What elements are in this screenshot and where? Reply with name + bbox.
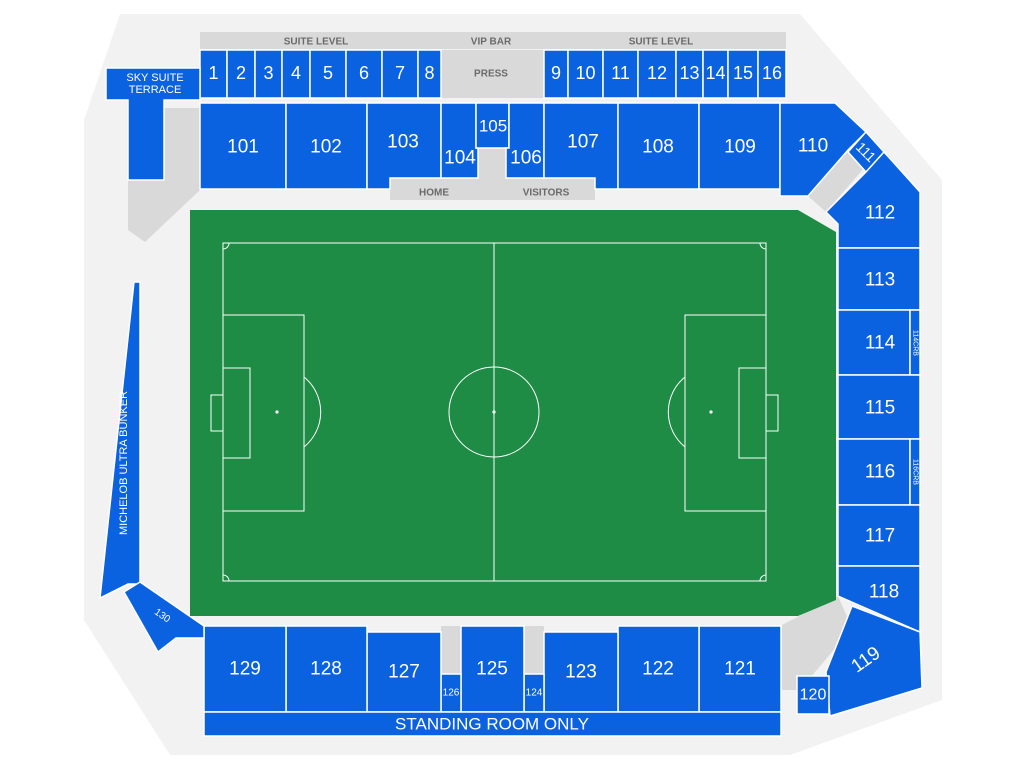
tunnel-center: [478, 148, 506, 188]
section-127[interactable]: 127: [366, 631, 442, 713]
suite-level-strip: [200, 32, 786, 49]
suite-10[interactable]: 10: [567, 49, 604, 99]
center-spot: [492, 410, 496, 414]
pitch-surface: [190, 210, 836, 616]
suite-1[interactable]: 1: [199, 49, 228, 99]
section-125[interactable]: 125: [460, 625, 525, 713]
home-label: HOME: [419, 188, 449, 199]
suite-5-box: [309, 49, 347, 99]
suite-16-box: [757, 49, 787, 99]
suite-16[interactable]: 16: [757, 49, 787, 99]
suite-level-right-label: SUITE LEVEL: [629, 37, 693, 48]
corner-ramp-ne: [808, 150, 864, 212]
center-circle: [448, 366, 540, 458]
suite-10-box: [567, 49, 604, 99]
section-126[interactable]: 126: [440, 673, 462, 713]
vomitory-124: [524, 626, 544, 674]
soccer-pitch: [190, 210, 836, 616]
suite-level-left-label: SUITE LEVEL: [284, 37, 348, 48]
suite-9-box: [543, 49, 569, 99]
suite-13-box: [675, 49, 704, 99]
suite-5[interactable]: 5: [309, 49, 347, 99]
suite-6[interactable]: 6: [345, 49, 383, 99]
right-goal: [765, 394, 779, 432]
suite-8[interactable]: 8: [417, 49, 442, 99]
suite-15-box: [727, 49, 759, 99]
section-122[interactable]: 122: [617, 625, 700, 713]
suite-12-box: [637, 49, 677, 99]
suite-11[interactable]: 11: [602, 49, 639, 99]
section-109[interactable]: 109: [698, 102, 781, 190]
corner-arc-br: [759, 574, 767, 582]
section-114[interactable]: 114: [837, 309, 911, 376]
section-115[interactable]: 115: [837, 374, 921, 440]
suite-2[interactable]: 2: [226, 49, 256, 99]
section-113[interactable]: 113: [837, 247, 921, 311]
section-standing-room-only[interactable]: STANDING ROOM ONLY: [203, 711, 782, 737]
section-107[interactable]: 107: [543, 102, 619, 190]
section-116[interactable]: 116: [837, 438, 911, 506]
tunnel-connector: [390, 178, 595, 200]
corner-ramp-se: [782, 596, 852, 690]
suite-1-box: [199, 49, 228, 99]
corner-arc-tl: [222, 242, 230, 250]
suite-7-box: [381, 49, 419, 99]
section-114crb[interactable]: 114CRB: [909, 309, 921, 376]
section-129[interactable]: 129: [203, 625, 287, 713]
visitors-label: VISITORS: [523, 188, 570, 199]
section-106[interactable]: 106: [505, 102, 545, 179]
suite-2-box: [226, 49, 256, 99]
right-penalty-spot: [709, 410, 713, 414]
section-101[interactable]: 101: [199, 102, 287, 190]
left-penalty-arc: [303, 376, 322, 448]
press-box: [441, 50, 544, 98]
section-105[interactable]: 105: [475, 102, 510, 149]
section-104[interactable]: 104: [440, 102, 479, 179]
press-label: PRESS: [474, 69, 508, 80]
section-116crb[interactable]: 116CRB: [909, 438, 921, 506]
vomitory-126: [441, 626, 461, 674]
corner-arc-bl: [222, 574, 230, 582]
section-120[interactable]: 120: [796, 675, 830, 715]
corner-arc-tr: [759, 242, 767, 250]
suite-14-box: [702, 49, 729, 99]
section-103[interactable]: 103: [366, 102, 442, 190]
left-penalty-spot: [275, 410, 279, 414]
section-121[interactable]: 121: [698, 625, 782, 713]
section-108[interactable]: 108: [617, 102, 700, 190]
suite-12[interactable]: 12: [637, 49, 677, 99]
suite-15[interactable]: 15: [727, 49, 759, 99]
suite-8-box: [417, 49, 442, 99]
suite-7[interactable]: 7: [381, 49, 419, 99]
vip-bar-label: VIP BAR: [471, 37, 512, 48]
suite-3[interactable]: 3: [254, 49, 283, 99]
suite-11-box: [602, 49, 639, 99]
right-penalty-arc: [667, 376, 686, 448]
section-102[interactable]: 102: [285, 102, 368, 190]
section-128[interactable]: 128: [285, 625, 368, 713]
suite-13[interactable]: 13: [675, 49, 704, 99]
left-goal: [210, 394, 224, 432]
section-117[interactable]: 117: [837, 504, 921, 567]
suite-9[interactable]: 9: [543, 49, 569, 99]
section-124[interactable]: 124: [523, 673, 545, 713]
suite-4[interactable]: 4: [281, 49, 311, 99]
section-123[interactable]: 123: [543, 631, 619, 713]
suite-3-box: [254, 49, 283, 99]
suite-14[interactable]: 14: [702, 49, 729, 99]
suite-4-box: [281, 49, 311, 99]
suite-6-box: [345, 49, 383, 99]
